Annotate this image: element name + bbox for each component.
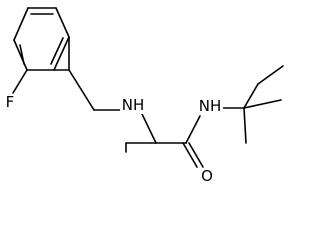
ring-double-bond-3: [19, 44, 25, 65]
bond-quat-c-to-ethyl: [243, 83, 259, 109]
bond-quat-c-to-methyl-a: [243, 99, 282, 109]
bond-carbonyl-double-o-2: [188, 142, 204, 168]
molecule-structure-diagram: F NH NH O: [5, 7, 284, 185]
bond-amine-to-alpha-c: [141, 113, 157, 144]
ring-double-bond-2: [50, 37, 64, 65]
ring-bond-5: [13, 39, 28, 71]
amine-nh-label: NH: [122, 96, 145, 114]
carbonyl-oxygen-label: O: [201, 167, 213, 185]
benzene-ring: [13, 7, 70, 71]
bond-ch2-to-nh: [68, 69, 95, 111]
ring-bond-3: [53, 36, 70, 71]
ring-bond-6: [13, 7, 29, 41]
amide-nh-label: NH: [199, 97, 222, 115]
bond-ring-to-fluorine: [12, 69, 28, 94]
fluorine-label: F: [6, 93, 15, 111]
bond-quat-c-to-methyl-b: [243, 107, 247, 144]
bond-carbonyl-double-o-1: [182, 142, 198, 168]
bond-carbonyl-to-amide-n: [185, 115, 201, 144]
ring-bond-2: [55, 7, 70, 38]
bond-ethyl-to-terminal: [257, 65, 284, 85]
